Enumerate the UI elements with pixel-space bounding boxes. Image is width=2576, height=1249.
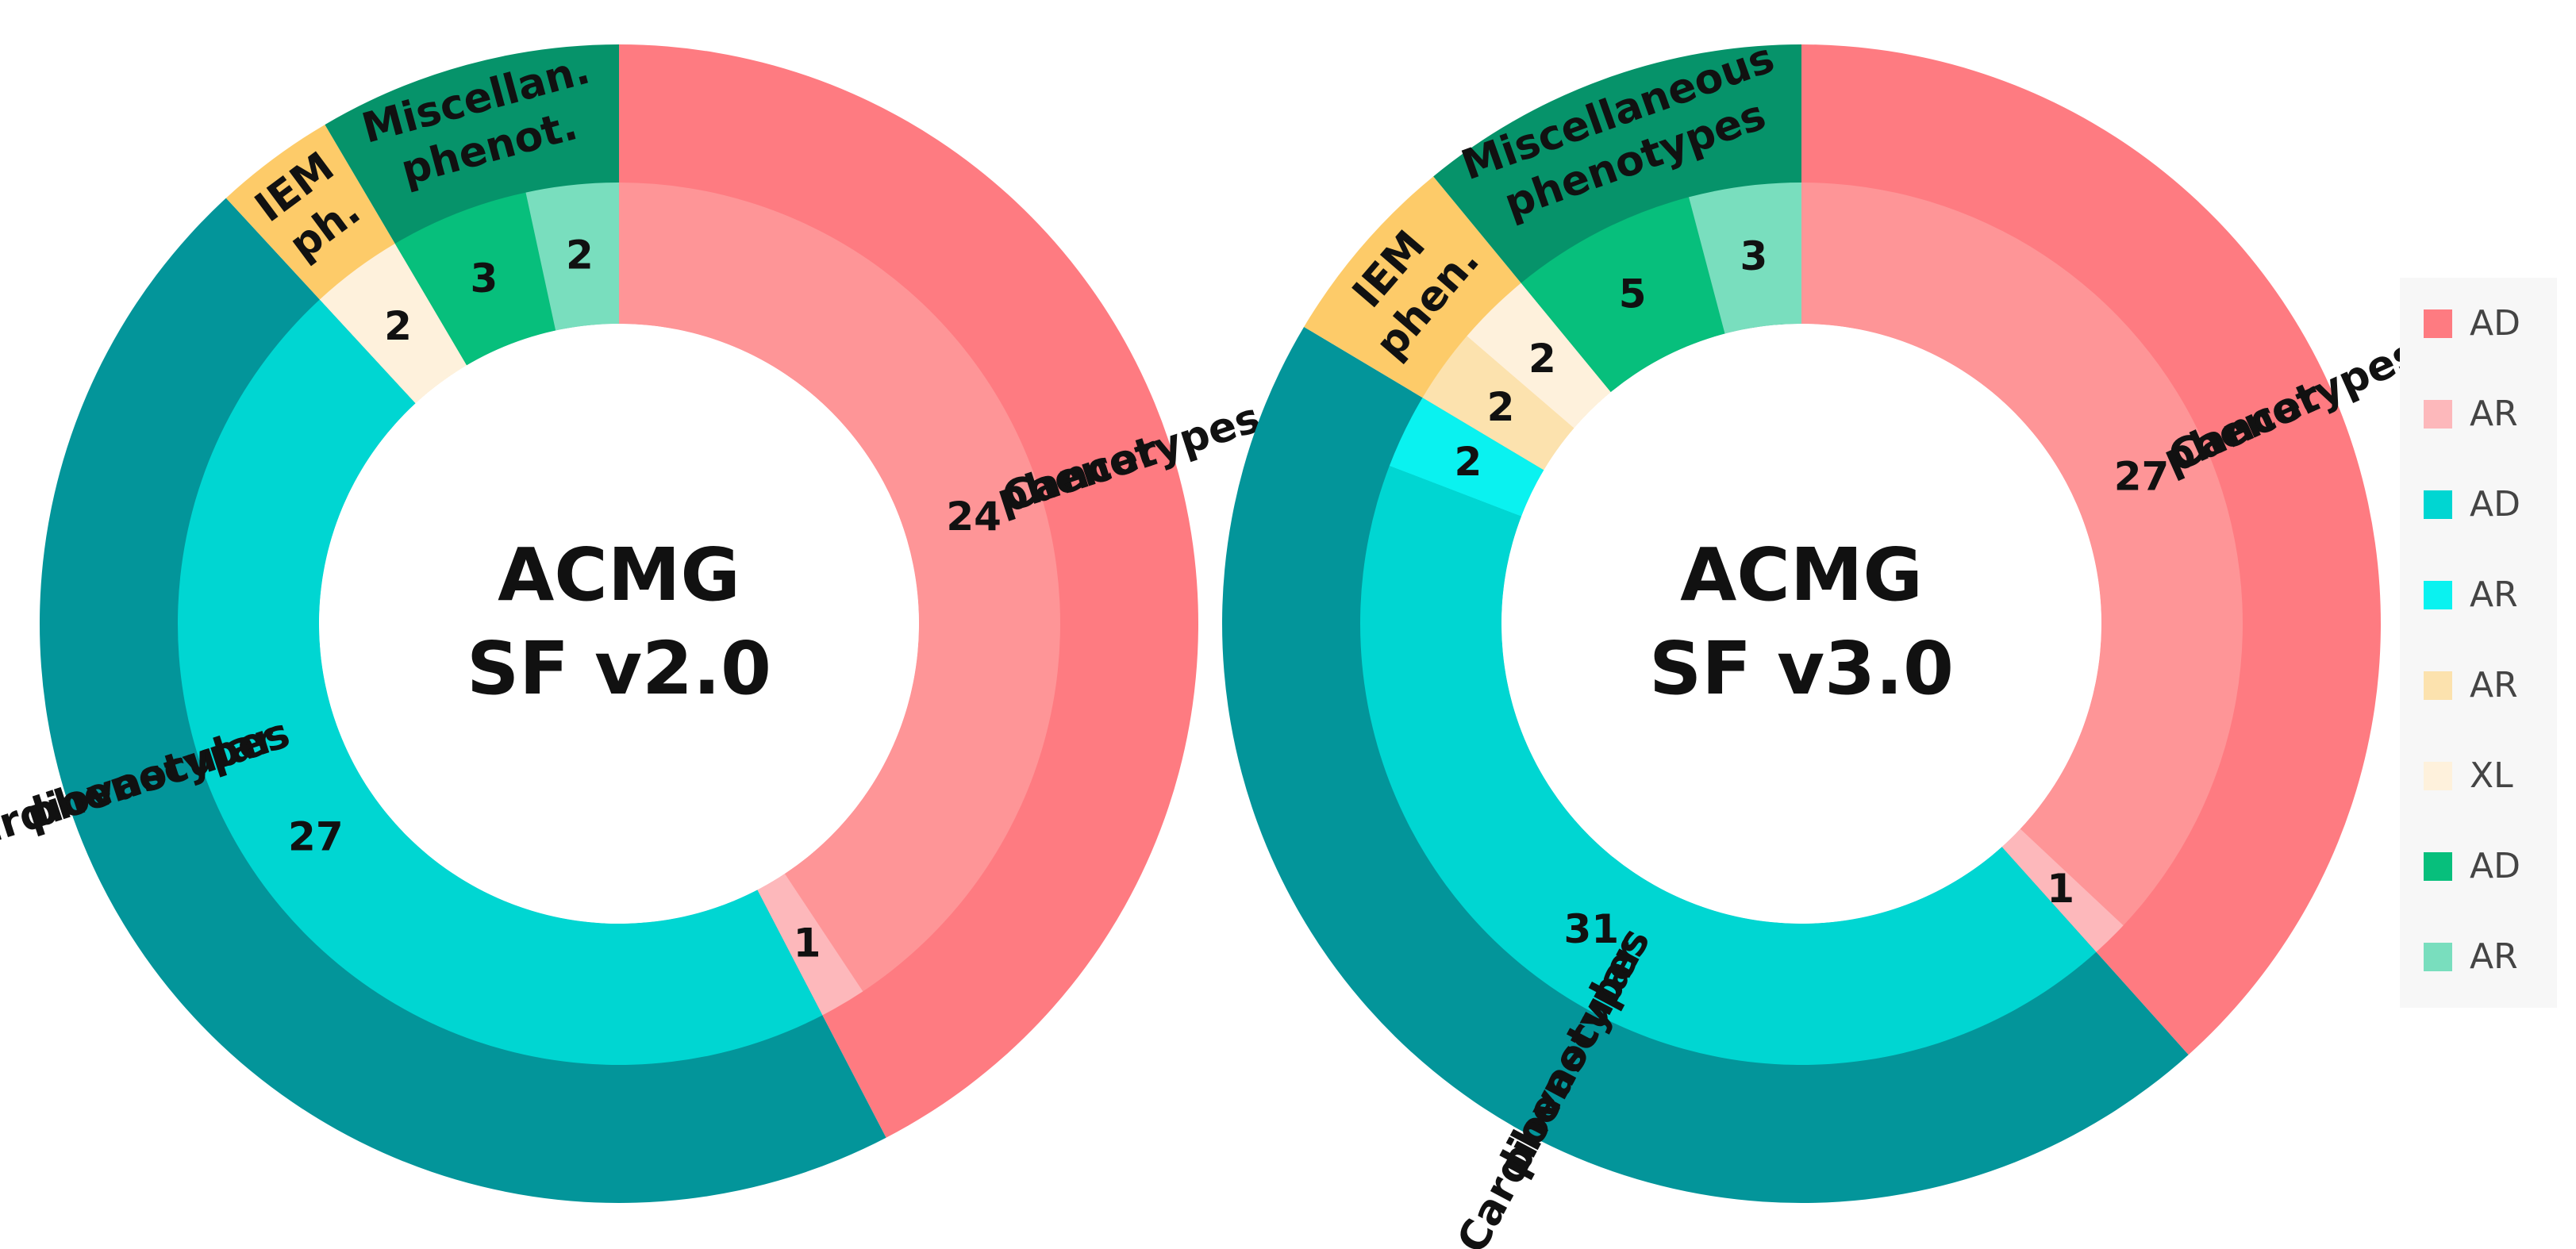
slice-count-label: 2 bbox=[384, 303, 412, 349]
legend-swatch bbox=[2424, 400, 2452, 429]
legend-label: AD bbox=[2470, 846, 2520, 886]
center-title-line: SF v3.0 bbox=[1649, 626, 1954, 711]
slice-count-label: 1 bbox=[794, 920, 821, 966]
legend-label: AR bbox=[2470, 936, 2518, 977]
legend-label: AR bbox=[2470, 394, 2518, 434]
legend-label: AD bbox=[2470, 484, 2520, 525]
donut-hole bbox=[319, 324, 919, 924]
inner-slice-cancer-phenotypes-ad bbox=[619, 183, 1060, 992]
inner-slice-cardiovascular-phenotypes-ad bbox=[177, 299, 823, 1066]
legend-label: AD bbox=[2470, 303, 2520, 344]
legend-swatch bbox=[2424, 671, 2452, 700]
inner-slice-iem-phenotypes-xl bbox=[319, 243, 467, 404]
slice-count-label: 2 bbox=[1454, 439, 1482, 485]
slice-count-label: 5 bbox=[1619, 271, 1647, 317]
slice-count-label: 27 bbox=[2114, 453, 2170, 499]
donut-hole bbox=[1501, 324, 2101, 924]
legend-swatch bbox=[2424, 309, 2452, 338]
legend-label: AR bbox=[2470, 665, 2518, 705]
slice-count-label: 24 bbox=[946, 494, 1002, 540]
slice-count-label: 3 bbox=[471, 256, 498, 302]
slice-count-label: 31 bbox=[1564, 906, 1620, 952]
slice-count-label: 2 bbox=[1487, 384, 1515, 430]
inner-slice-cardiovascular-phenotypes-ar bbox=[1389, 398, 1544, 517]
inner-slice-cancer-phenotypes-ar bbox=[2001, 828, 2124, 952]
inner-slice-iem-phenotypes-ar bbox=[1422, 336, 1574, 471]
legend-swatch bbox=[2424, 762, 2452, 790]
center-title-line: SF v2.0 bbox=[467, 626, 771, 711]
legend-swatch bbox=[2424, 490, 2452, 519]
slice-count-label: 27 bbox=[288, 813, 344, 859]
center-title-line: ACMG bbox=[498, 532, 740, 617]
slice-count-label: 3 bbox=[1740, 233, 1767, 279]
slice-count-label: 2 bbox=[566, 233, 594, 279]
legend: AD AR AD AR AR XL AD AR bbox=[2400, 278, 2557, 1008]
center-title-line: ACMG bbox=[1680, 532, 1923, 617]
inner-slice-miscellaneous-phenotypes-ar bbox=[1689, 183, 1801, 334]
legend-swatch bbox=[2424, 852, 2452, 881]
inner-slice-miscellaneous-phenotypes-ad bbox=[394, 192, 556, 366]
inner-slice-iem-phenotypes-xl bbox=[1467, 282, 1611, 429]
slice-count-label: 2 bbox=[1528, 336, 1556, 382]
inner-slice-miscellaneous-phenotypes-ar bbox=[525, 183, 619, 331]
legend-background bbox=[2400, 278, 2557, 1008]
inner-slice-cancer-phenotypes-ad bbox=[1801, 183, 2243, 926]
legend-swatch bbox=[2424, 581, 2452, 609]
legend-swatch bbox=[2424, 943, 2452, 971]
inner-slice-cancer-phenotypes-ar bbox=[757, 873, 863, 1016]
inner-slice-cardiovascular-phenotypes-ad bbox=[1360, 466, 2097, 1065]
legend-label: XL bbox=[2470, 755, 2513, 796]
inner-slice-miscellaneous-phenotypes-ad bbox=[1521, 197, 1725, 393]
legend-label: AR bbox=[2470, 575, 2518, 615]
